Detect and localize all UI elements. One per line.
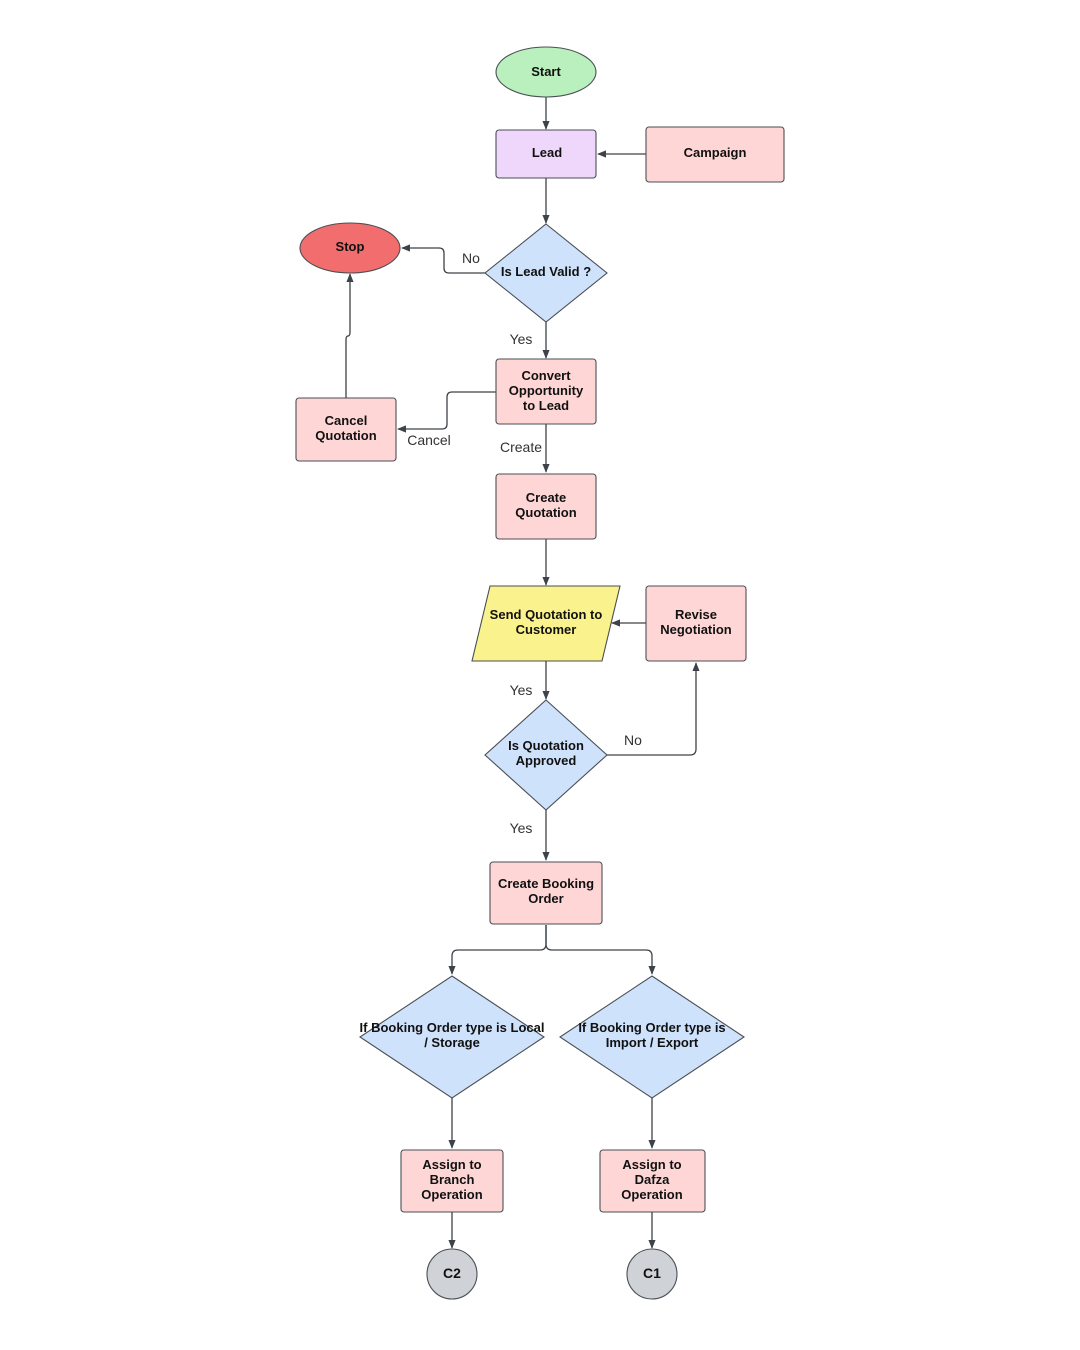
node-stop[interactable]: Stop <box>299 222 401 274</box>
node-connector-c1[interactable]: C1 <box>626 1248 678 1300</box>
edge-label-yes-booking: Yes <box>510 820 533 836</box>
node-label-line: Create Booking <box>498 876 594 891</box>
node-label-line: Quotation <box>315 428 376 443</box>
connector-c1-label: C1 <box>643 1265 661 1281</box>
create-quotation-shape <box>495 473 597 540</box>
start-terminal-shape <box>495 46 597 98</box>
node-label-line: Create <box>526 490 566 505</box>
lead-valid-decision-shape <box>484 223 608 323</box>
node-label-line: Assign to <box>422 1157 481 1172</box>
node-connector-c2[interactable]: C2 <box>426 1248 478 1300</box>
revise-negotiation-shape <box>645 585 747 662</box>
lead-label: Lead <box>532 145 562 160</box>
assign-dafza-shape <box>599 1149 706 1213</box>
send-quotation-io-shape <box>471 585 621 662</box>
edge-label-no-revise: No <box>624 732 642 748</box>
node-label-line: Branch <box>430 1172 475 1187</box>
node-local-storage-decision[interactable]: If Booking Order type is Local/ Storage <box>359 975 545 1099</box>
campaign-process-shape <box>645 126 785 183</box>
stop-label: Stop <box>336 239 365 254</box>
node-label-line: If Booking Order type is Local <box>360 1020 545 1035</box>
local-storage-decision-shape <box>359 975 545 1099</box>
node-start[interactable]: Start <box>495 46 597 98</box>
lead-process-shape <box>495 129 597 179</box>
node-label-line: Opportunity <box>509 383 584 398</box>
node-label-line: Customer <box>516 622 577 637</box>
edge-booking-to-import <box>545 925 656 975</box>
convert-opportunity-shape <box>495 358 597 425</box>
node-label-line: Import / Export <box>606 1035 699 1050</box>
edge-label-yes-lead: Yes <box>510 331 533 347</box>
import-export-decision-shape <box>559 975 745 1099</box>
node-lead-valid-decision[interactable]: Is Lead Valid ? <box>484 223 608 323</box>
connector-c2-label: C2 <box>443 1265 461 1281</box>
assign-branch-shape <box>400 1149 504 1213</box>
edge-labels: No Yes Cancel Create Yes No Yes <box>407 250 642 836</box>
stop-terminal-shape <box>299 222 401 274</box>
edge-decision-to-stop <box>401 244 485 274</box>
edge-label-no-lead: No <box>462 250 480 266</box>
edges <box>345 97 700 1249</box>
node-label-line: Operation <box>421 1187 482 1202</box>
edge-approved-to-revise <box>607 662 700 756</box>
node-label-line: Negotiation <box>660 622 732 637</box>
quotation-approved-decision-shape <box>484 699 608 811</box>
node-label-line: Cancel <box>325 413 368 428</box>
edge-booking-to-local <box>448 925 547 975</box>
node-label-line: Convert <box>521 368 571 383</box>
edge-convert-to-cancel <box>397 391 496 433</box>
node-label-line: Send Quotation to <box>490 607 603 622</box>
node-label-line: to Lead <box>523 398 569 413</box>
node-label-line: Dafza <box>635 1172 670 1187</box>
connector-c2-shape <box>426 1248 478 1300</box>
edge-label-create: Create <box>500 439 542 455</box>
node-label-line: / Storage <box>424 1035 480 1050</box>
create-booking-shape <box>489 861 603 925</box>
node-label-line: Assign to <box>622 1157 681 1172</box>
local-storage-label: If Booking Order type is Local/ Storage <box>360 1020 545 1050</box>
start-label: Start <box>531 64 561 79</box>
node-lead[interactable]: Lead <box>495 129 597 179</box>
node-label-line: Operation <box>621 1187 682 1202</box>
edge-label-cancel: Cancel <box>407 432 451 448</box>
node-label-line: Order <box>528 891 563 906</box>
campaign-label: Campaign <box>684 145 747 160</box>
cancel-quotation-shape <box>295 397 397 462</box>
edge-label-yes-send: Yes <box>510 682 533 698</box>
node-label-line: Is Quotation <box>508 738 584 753</box>
node-label-line: Approved <box>516 753 577 768</box>
connector-c1-shape <box>626 1248 678 1300</box>
node-campaign[interactable]: Campaign <box>645 126 785 183</box>
edge-cancel-to-stop <box>345 273 354 398</box>
node-label-line: Revise <box>675 607 717 622</box>
lead-valid-label: Is Lead Valid ? <box>501 264 591 279</box>
node-label-line: Quotation <box>515 505 576 520</box>
node-label-line: If Booking Order type is <box>578 1020 725 1035</box>
